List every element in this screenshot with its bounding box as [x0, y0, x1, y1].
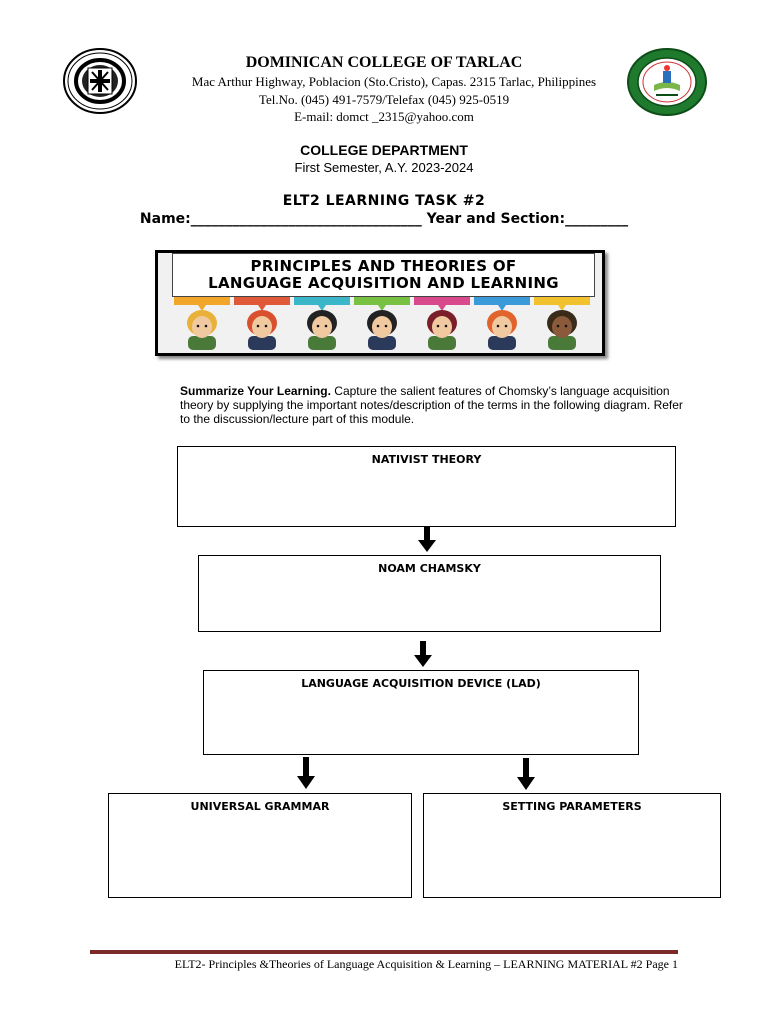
footer-text: ELT2- Principles &Theories of Language A… [174, 957, 678, 971]
speech-bubble-icon [174, 293, 230, 311]
person-icon [427, 310, 457, 350]
arrow-down-icon [297, 757, 315, 789]
language-acquisition-device-box[interactable]: LANGUAGE ACQUISITION DEVICE (LAD) [203, 670, 639, 755]
speech-bubble-icon [354, 293, 410, 311]
instruction-lead: Summarize Your Learning. [180, 384, 331, 398]
instruction-paragraph: Summarize Your Learning. Capture the sal… [180, 384, 685, 426]
setting-parameters-box[interactable]: SETTING PARAMETERS [423, 793, 721, 898]
topic-banner: PRINCIPLES AND THEORIES OF LANGUAGE ACQU… [155, 250, 605, 356]
speech-bubble-icon [474, 293, 530, 311]
task-title: ELT2 LEARNING TASK #2 [282, 193, 486, 209]
footer-divider [90, 950, 678, 954]
department-name: COLLEGE DEPARTMENT [300, 142, 468, 158]
speech-bubble-icon [534, 293, 590, 311]
nativist-theory-label: NATIVIST THEORY [371, 453, 482, 466]
person-icon [307, 310, 337, 350]
person-icon [487, 310, 517, 350]
universal-grammar-label: UNIVERSAL GRAMMAR [190, 800, 330, 813]
college-of-education-seal-logo [627, 48, 707, 116]
arrow-down-icon [418, 526, 436, 552]
universal-grammar-box[interactable]: UNIVERSAL GRAMMAR [108, 793, 412, 898]
illustrated-people-icon [174, 293, 590, 350]
speech-bubble-icon [414, 293, 470, 311]
speech-bubble-icon [294, 293, 350, 311]
banner-title-line-1: PRINCIPLES AND THEORIES OF [250, 257, 517, 275]
noam-chamsky-box[interactable]: NOAM CHAMSKY [198, 555, 661, 632]
lad-label: LANGUAGE ACQUISITION DEVICE (LAD) [301, 677, 541, 690]
instruction-body: Capture the salient features of Chomsky’… [180, 384, 683, 426]
dominican-college-seal-logo [63, 48, 137, 114]
school-name: DOMINICAN COLLEGE OF TARLAC [245, 54, 523, 71]
person-icon [367, 310, 397, 350]
school-telephone: Tel.No. (045) 491-7579/Telefax (045) 925… [258, 92, 510, 107]
arrow-down-icon [517, 758, 535, 790]
semester-text: First Semester, A.Y. 2023-2024 [294, 160, 474, 175]
name-year-section-line: Name:_________________________________ Y… [139, 211, 629, 227]
school-address: Mac Arthur Highway, Poblacion (Sto.Crist… [191, 74, 597, 89]
school-email: E-mail: domct _2315@yahoo.com [294, 109, 474, 124]
nativist-theory-box[interactable]: NATIVIST THEORY [177, 446, 676, 527]
banner-title: PRINCIPLES AND THEORIES OF LANGUAGE ACQU… [172, 253, 595, 297]
person-icon [547, 310, 577, 350]
arrow-down-icon [414, 641, 432, 667]
banner-title-line-2: LANGUAGE ACQUISITION AND LEARNING [208, 274, 559, 292]
person-icon [187, 310, 217, 350]
person-icon [247, 310, 277, 350]
setting-parameters-label: SETTING PARAMETERS [502, 800, 642, 813]
noam-chamsky-label: NOAM CHAMSKY [378, 562, 481, 575]
speech-bubble-icon [234, 293, 290, 311]
